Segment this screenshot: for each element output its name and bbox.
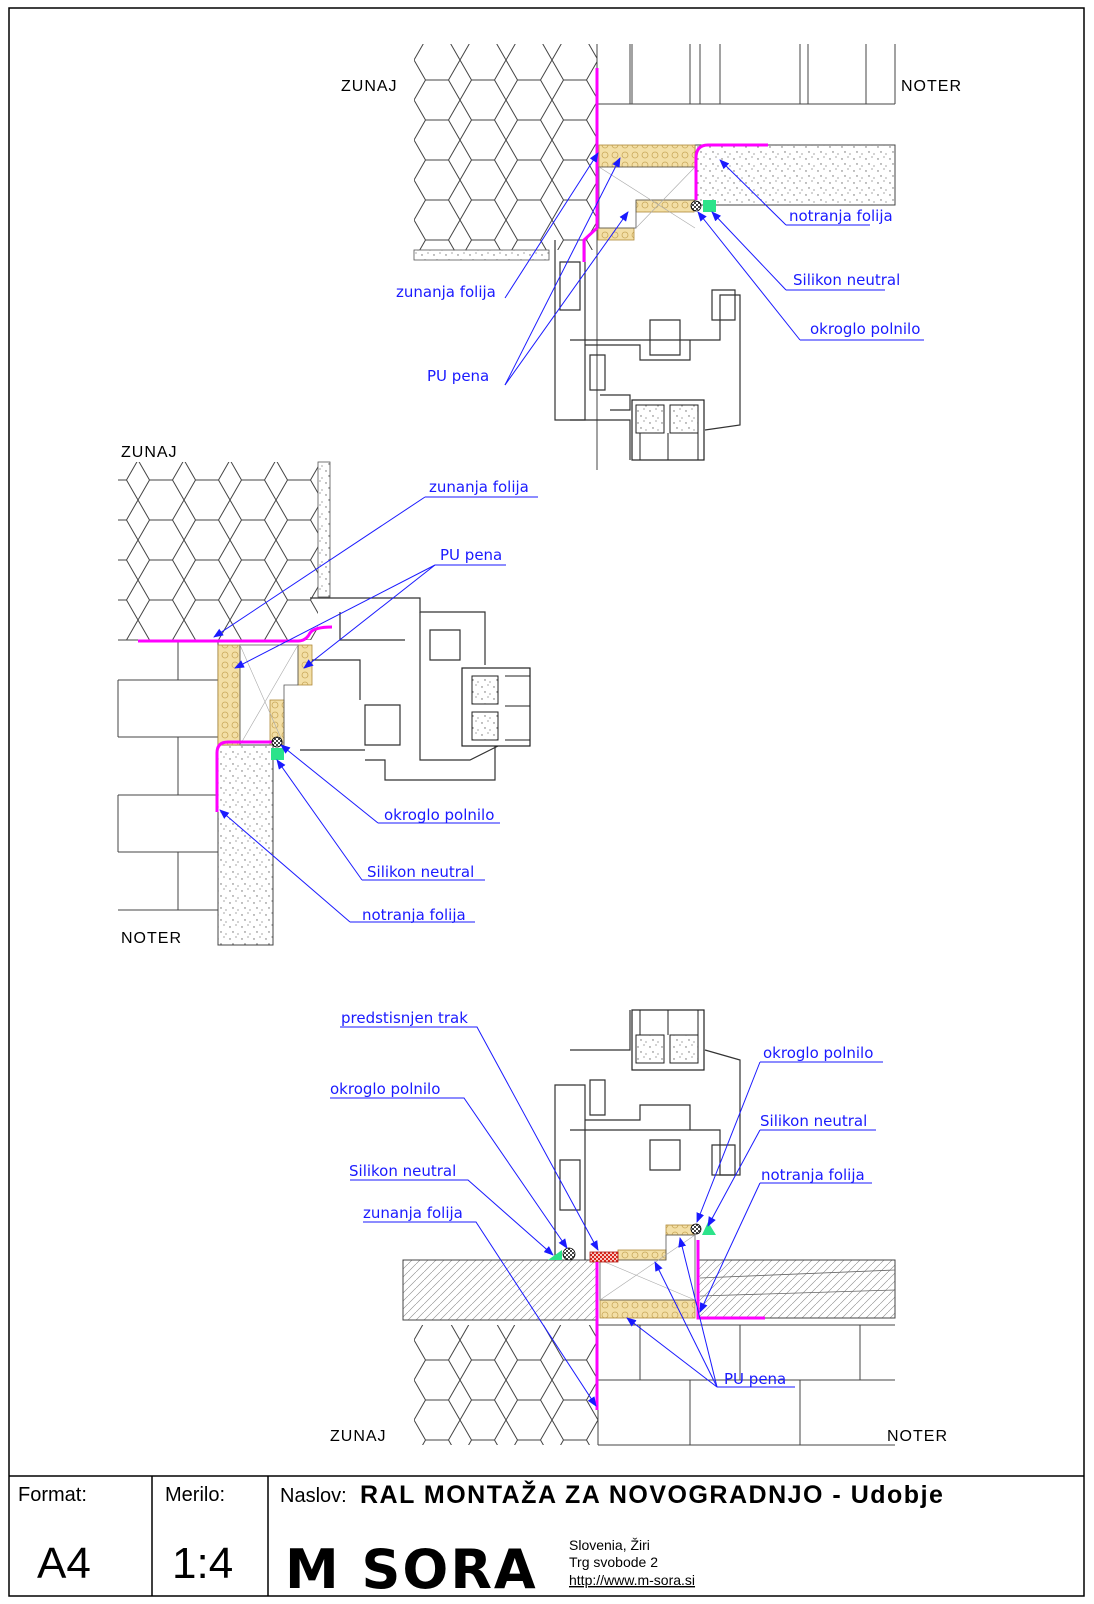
- detail-top-head: [413, 44, 896, 470]
- sheet-border: [8, 7, 1085, 1597]
- top-label-notranja-folija: notranja folija: [789, 207, 893, 225]
- bottom-label-zunanja-folija: zunanja folija: [363, 1204, 463, 1222]
- detail-bottom-sill: [402, 1009, 896, 1446]
- drawing-title: RAL MONTAŽA ZA NOVOGRADNJO - Udobje: [360, 1479, 944, 1509]
- bottom-label-predstisnjen-trak: predstisnjen trak: [341, 1009, 468, 1027]
- top-label-zunanja-folija: zunanja folija: [396, 283, 496, 301]
- bottom-label-silikon-neutral-left: Silikon neutral: [349, 1162, 456, 1180]
- top-label-okroglo-polnilo: okroglo polnilo: [810, 320, 920, 338]
- middle-inside-label: NOTER: [121, 930, 182, 947]
- address-line-2: Trg svobode 2: [569, 1554, 658, 1570]
- top-inside-label: NOTER: [901, 78, 962, 95]
- bottom-inside-label: NOTER: [887, 1428, 948, 1445]
- middle-label-okroglo-polnilo: okroglo polnilo: [384, 806, 494, 824]
- middle-label-zunanja-folija: zunanja folija: [429, 478, 529, 496]
- format-label: Format:: [18, 1484, 87, 1506]
- scale-value: 1:4: [172, 1539, 233, 1588]
- bottom-label-pu-pena: PU pena: [724, 1370, 786, 1388]
- bottom-outside-label: ZUNAJ: [330, 1428, 387, 1445]
- format-value: A4: [37, 1539, 91, 1588]
- middle-label-silikon-neutral: Silikon neutral: [367, 863, 474, 881]
- detail-middle-jamb: [117, 461, 531, 946]
- title-block: [9, 1475, 1084, 1596]
- middle-label-pu-pena: PU pena: [440, 546, 502, 564]
- top-outside-label: ZUNAJ: [341, 78, 398, 95]
- website-link[interactable]: http://www.m-sora.si: [569, 1572, 695, 1588]
- middle-outside-label: ZUNAJ: [121, 444, 178, 461]
- title-label: Naslov:: [280, 1485, 347, 1507]
- address-line-1: Slovenia, Žiri: [569, 1537, 650, 1553]
- company-logo: M SORA: [285, 1538, 538, 1601]
- bottom-label-silikon-neutral-right: Silikon neutral: [760, 1112, 867, 1130]
- middle-label-notranja-folija: notranja folija: [362, 906, 466, 924]
- scale-label: Merilo:: [165, 1484, 225, 1506]
- top-label-silikon-neutral: Silikon neutral: [793, 271, 900, 289]
- bottom-label-notranja-folija: notranja folija: [761, 1166, 865, 1184]
- bottom-label-okroglo-polnilo-right: okroglo polnilo: [763, 1044, 873, 1062]
- bottom-label-okroglo-polnilo-left: okroglo polnilo: [330, 1080, 440, 1098]
- top-label-pu-pena: PU pena: [427, 367, 489, 385]
